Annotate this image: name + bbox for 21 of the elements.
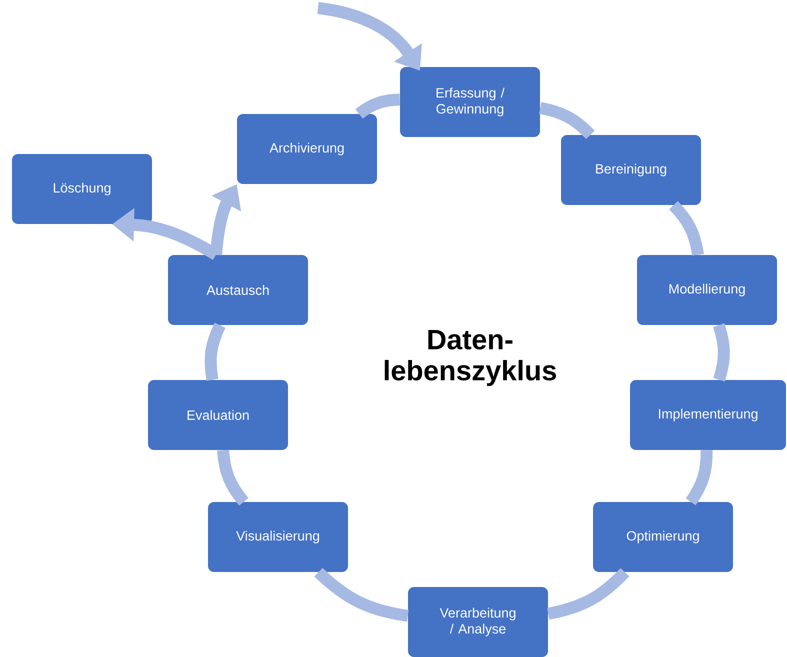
ring-segment [204, 322, 226, 381]
process-box: Visualisierung [208, 502, 348, 572]
process-box: Evaluation [148, 380, 288, 450]
process-box: Austausch [168, 255, 308, 325]
ring-segment [217, 450, 248, 506]
process-box: Implementierung [630, 380, 786, 450]
process-box: Modellierung [637, 255, 777, 325]
process-box: Archivierung [237, 114, 377, 184]
ring-segment [547, 568, 630, 620]
process-box: Optimierung [593, 502, 733, 572]
ring-segment [713, 323, 730, 382]
process-box: Erfassung / Gewinnung [400, 67, 540, 137]
ring-segment [314, 568, 409, 622]
ring-segment [355, 94, 400, 119]
process-box: Bereinigung [561, 135, 701, 205]
ring-segment [539, 102, 595, 140]
ring-segment [669, 201, 704, 256]
center-title: Daten- lebenszyklus [384, 330, 556, 386]
ring-segment [686, 450, 713, 506]
process-box: Verarbeitung / Analyse [408, 587, 548, 657]
process-box: Löschung [12, 154, 152, 224]
